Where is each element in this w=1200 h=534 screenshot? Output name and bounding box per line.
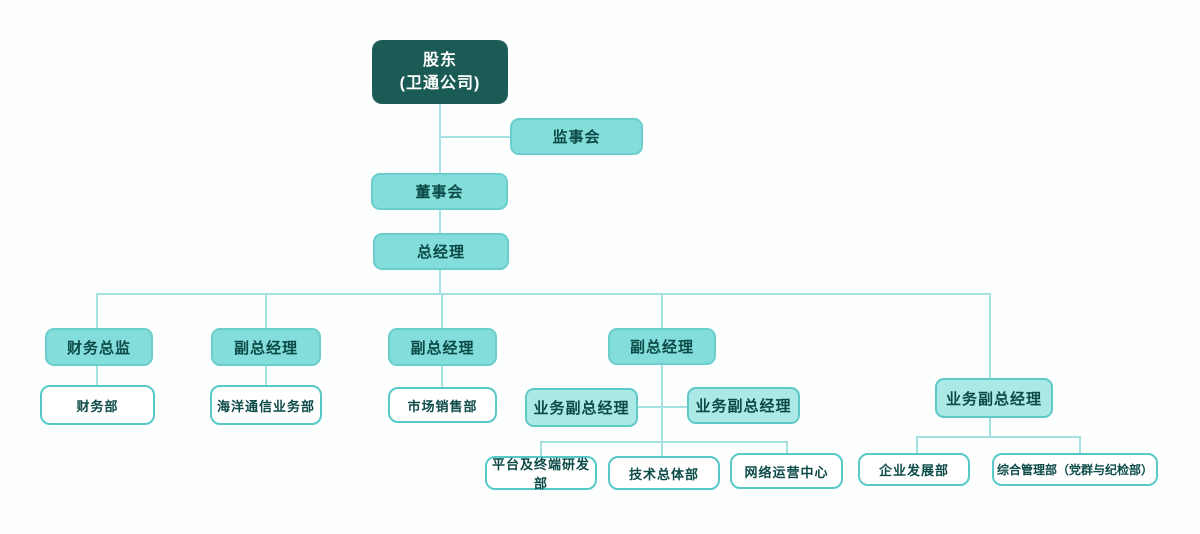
node-label: 网络运营中心 (744, 464, 829, 480)
connector-dgm3-vertical (661, 365, 663, 442)
connector-dgm2-sales (441, 366, 443, 387)
connector-bdgm-right-link (662, 406, 687, 408)
node-deputy-gm-1[interactable]: 副总经理 (211, 328, 321, 366)
node-label: 平台及终端研发部 (491, 457, 590, 491)
connector-drop-bdgm-far (989, 293, 991, 378)
node-label: 技术总体部 (628, 466, 699, 482)
node-supervisory-board[interactable]: 监事会 (510, 118, 643, 155)
node-cfo[interactable]: 财务总监 (45, 328, 153, 366)
connector-bdgm-left-link (638, 406, 662, 408)
node-network-operation-center[interactable]: 网络运营中心 (730, 453, 843, 489)
node-label: 企业发展部 (878, 463, 949, 478)
connector-dgm1-marine (265, 366, 267, 385)
connector-drop-dgm3 (661, 293, 663, 328)
node-business-deputy-gm-left[interactable]: 业务副总经理 (525, 388, 638, 427)
node-marketing-sales-dept[interactable]: 市场销售部 (388, 387, 497, 423)
connector-right-horizontal (916, 436, 1081, 438)
node-label: 业务副总经理 (533, 400, 630, 417)
connector-drop-network (786, 441, 788, 453)
node-label: 副总经理 (410, 339, 475, 357)
node-label: 监事会 (552, 129, 601, 146)
node-shareholder-label-line1: 股东 (422, 51, 457, 69)
node-label: 副总经理 (629, 339, 694, 356)
node-general-management-dept[interactable]: 综合管理部（党群与纪检部） (992, 453, 1158, 486)
connector-drop-platform (540, 441, 542, 456)
connector-drop-general (1079, 436, 1081, 453)
node-business-deputy-gm-right[interactable]: 业务副总经理 (687, 387, 800, 424)
node-enterprise-development-dept[interactable]: 企业发展部 (858, 453, 970, 486)
node-business-deputy-gm-far-right[interactable]: 业务副总经理 (935, 378, 1053, 418)
node-label: 综合管理部（党群与纪检部） (996, 463, 1153, 477)
node-label: 市场销售部 (407, 398, 478, 414)
connector-bdgm-far-vertical (989, 417, 991, 438)
node-label: 副总经理 (233, 339, 298, 357)
connector-drop-tech (661, 441, 663, 456)
connector-cfo-finance (96, 366, 98, 385)
node-label: 财务部 (76, 398, 119, 414)
connector-to-supervisory (440, 136, 510, 138)
node-general-manager[interactable]: 总经理 (373, 233, 509, 270)
connector-drop-dgm2 (441, 293, 443, 328)
node-deputy-gm-2[interactable]: 副总经理 (388, 328, 497, 366)
node-board-of-directors[interactable]: 董事会 (371, 173, 508, 210)
node-deputy-gm-3[interactable]: 副总经理 (608, 328, 716, 365)
node-shareholder-label-line2: (卫通公司) (399, 75, 481, 92)
connector-drop-enterprise (916, 436, 918, 453)
connector-gm-main (439, 270, 441, 294)
node-technology-general-dept[interactable]: 技术总体部 (608, 456, 720, 490)
connector-main-horizontal (96, 293, 991, 295)
node-label: 董事会 (415, 184, 464, 201)
node-platform-terminal-rd-dept[interactable]: 平台及终端研发部 (485, 456, 597, 491)
node-label: 财务总监 (66, 339, 131, 357)
node-shareholder[interactable]: 股东 (卫通公司) (372, 40, 508, 104)
connector-mid-horizontal (540, 441, 788, 443)
node-marine-comm-dept[interactable]: 海洋通信业务部 (210, 385, 322, 425)
connector-drop-cfo (96, 293, 98, 328)
node-label: 总经理 (416, 244, 465, 261)
node-finance-dept[interactable]: 财务部 (40, 385, 155, 425)
node-label: 业务副总经理 (695, 398, 792, 415)
node-label: 业务副总经理 (945, 390, 1042, 408)
connector-drop-dgm1 (265, 293, 267, 328)
node-label: 海洋通信业务部 (216, 398, 315, 414)
connector-shareholder-board (439, 104, 441, 173)
connector-board-gm (439, 210, 441, 233)
